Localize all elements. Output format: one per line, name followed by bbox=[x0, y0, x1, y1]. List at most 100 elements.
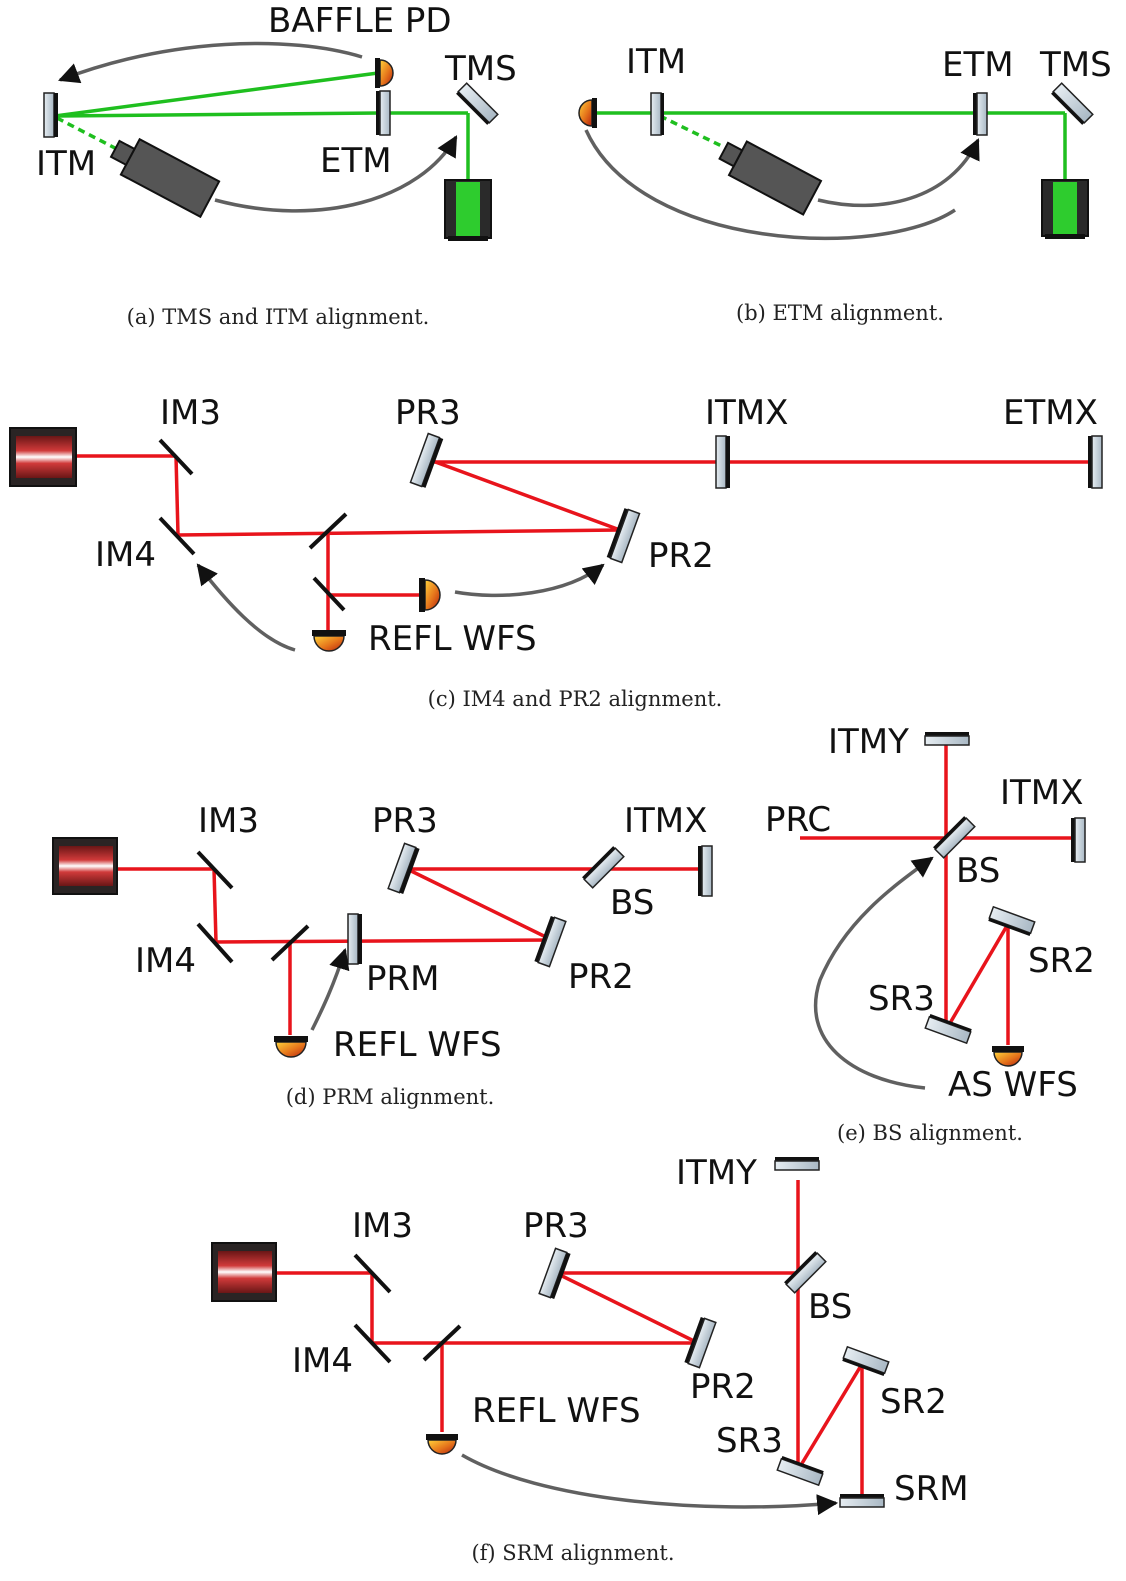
tms-mirror bbox=[456, 82, 499, 125]
as-wfs-photodiode-e bbox=[992, 1046, 1024, 1067]
label-pr2-d: PR2 bbox=[568, 957, 634, 997]
label-im4-c: IM4 bbox=[95, 535, 156, 575]
tms-mirror-b bbox=[1051, 82, 1094, 125]
itmx-mirror-e bbox=[1071, 817, 1086, 863]
red-beam bbox=[796, 1363, 864, 1471]
panel-b: ITM ETM TMS (b) ETM alignment. bbox=[578, 42, 1112, 325]
arrow-pd-loop bbox=[584, 129, 956, 241]
label-tms: TMS bbox=[444, 49, 517, 89]
im4-mirror-f bbox=[353, 1323, 392, 1364]
bs-mirror-f bbox=[784, 1251, 827, 1294]
etmx-mirror bbox=[1088, 435, 1103, 489]
bs-mirror-d bbox=[582, 846, 625, 889]
laser-d bbox=[52, 837, 118, 895]
label-bs-d: BS bbox=[610, 883, 654, 923]
sr2-mirror-f bbox=[842, 1345, 890, 1376]
label-etmx-c: ETMX bbox=[1003, 393, 1098, 433]
im4-mirror bbox=[158, 516, 196, 556]
label-im3-d: IM3 bbox=[198, 801, 259, 841]
pickoff-c bbox=[312, 576, 346, 612]
label-itmx-e: ITMX bbox=[1000, 773, 1083, 813]
prm-mirror bbox=[347, 913, 362, 965]
refl-wfs-photodiode-c bbox=[312, 630, 346, 652]
red-beam bbox=[429, 458, 621, 532]
label-im4-f: IM4 bbox=[292, 1341, 353, 1381]
label-as-wfs-e: AS WFS bbox=[948, 1065, 1078, 1105]
pr2-mirror-d bbox=[534, 916, 567, 968]
pd-b-photodiode bbox=[578, 98, 597, 128]
itmy-mirror-e bbox=[924, 732, 970, 746]
label-etm: ETM bbox=[320, 141, 392, 181]
pr2-mirror-f bbox=[684, 1317, 717, 1369]
label-pr2-f: PR2 bbox=[690, 1367, 756, 1407]
label-refl-wfs-f: REFL WFS bbox=[472, 1391, 641, 1431]
red-beam bbox=[404, 866, 553, 942]
label-baffle-pd: BAFFLE PD bbox=[268, 1, 452, 41]
red-beam bbox=[944, 923, 1010, 1031]
label-prc-e: PRC bbox=[765, 800, 831, 840]
camera-b bbox=[718, 140, 823, 216]
green-beam bbox=[54, 111, 381, 118]
pr3-mirror-f bbox=[538, 1247, 571, 1299]
label-itmy-f: ITMY bbox=[676, 1153, 757, 1193]
red-beam bbox=[174, 455, 180, 536]
laser-c bbox=[9, 427, 77, 487]
pr3-mirror bbox=[409, 432, 444, 488]
label-tms-b: TMS bbox=[1039, 45, 1112, 85]
itmy-mirror-f bbox=[774, 1157, 820, 1171]
im4-mirror-d bbox=[196, 922, 234, 964]
im3-mirror-f bbox=[353, 1253, 392, 1294]
panel-e: ITMY ITMX PRC BS SR2 SR3 AS WFS (e) BS a… bbox=[765, 722, 1095, 1145]
label-refl-wfs-d: REFL WFS bbox=[333, 1025, 502, 1065]
camera-a bbox=[109, 137, 221, 219]
label-sr3-e: SR3 bbox=[868, 979, 935, 1019]
arrow-pd-to-pr2 bbox=[454, 563, 605, 598]
arrow-camera-to-tms bbox=[214, 135, 458, 213]
im3-mirror-d bbox=[196, 850, 234, 890]
arrow-wfs-to-prm bbox=[310, 947, 350, 1031]
label-im3-f: IM3 bbox=[352, 1206, 413, 1246]
label-itmy-e: ITMY bbox=[828, 722, 909, 762]
red-beam bbox=[555, 1271, 699, 1345]
label-bs-e: BS bbox=[956, 851, 1000, 891]
pr2-mirror bbox=[606, 508, 641, 564]
label-im4-d: IM4 bbox=[135, 941, 196, 981]
srm-mirror-f bbox=[839, 1494, 885, 1508]
panel-f: ITMY IM3 PR3 BS IM4 PR2 REFL WFS SR2 SR3… bbox=[211, 1153, 969, 1565]
arrow-wfs-to-im4 bbox=[196, 563, 296, 652]
arrow-baffle-to-itm bbox=[58, 41, 363, 84]
caption-b: (b) ETM alignment. bbox=[736, 301, 944, 325]
beamsplitter-f bbox=[422, 1324, 462, 1362]
label-sr3-f: SR3 bbox=[716, 1421, 783, 1461]
red-beam bbox=[215, 938, 553, 944]
arrow-wfs-to-bs bbox=[813, 856, 934, 1090]
label-pr3-d: PR3 bbox=[372, 801, 438, 841]
label-itm: ITM bbox=[36, 144, 96, 184]
panel-c: IM3 IM4 PR3 PR2 ITMX ETMX REFL WFS (c) I… bbox=[9, 393, 1103, 711]
green-laser-a bbox=[444, 179, 492, 241]
label-pr3-c: PR3 bbox=[395, 393, 461, 433]
etm-mirror bbox=[376, 90, 391, 136]
itmx-mirror-d bbox=[698, 845, 713, 897]
caption-c: (c) IM4 and PR2 alignment. bbox=[428, 687, 723, 711]
arrow-wfs-to-srm bbox=[461, 1453, 839, 1516]
sr3-mirror-f bbox=[776, 1456, 824, 1487]
pd-c-right bbox=[419, 578, 441, 612]
refl-wfs-photodiode-f bbox=[426, 1434, 458, 1455]
pr3-mirror-d bbox=[387, 842, 420, 894]
label-srm-f: SRM bbox=[894, 1469, 969, 1509]
baffle-pd-photodiode bbox=[375, 58, 394, 88]
label-itm-b: ITM bbox=[626, 42, 686, 82]
label-itmx-c: ITMX bbox=[705, 393, 788, 433]
arrow-camera-to-etm bbox=[817, 138, 980, 208]
label-pr3-f: PR3 bbox=[523, 1206, 589, 1246]
label-sr2-f: SR2 bbox=[880, 1382, 947, 1422]
laser-f bbox=[211, 1242, 277, 1302]
caption-f: (f) SRM alignment. bbox=[471, 1541, 674, 1565]
caption-e: (e) BS alignment. bbox=[837, 1121, 1023, 1145]
label-pr2-c: PR2 bbox=[648, 536, 714, 576]
green-beam-to-baffle bbox=[54, 71, 379, 118]
panel-d: IM3 IM4 PR3 ITMX BS PRM PR2 REFL WFS (d)… bbox=[52, 801, 713, 1109]
caption-a: (a) TMS and ITM alignment. bbox=[127, 305, 430, 329]
